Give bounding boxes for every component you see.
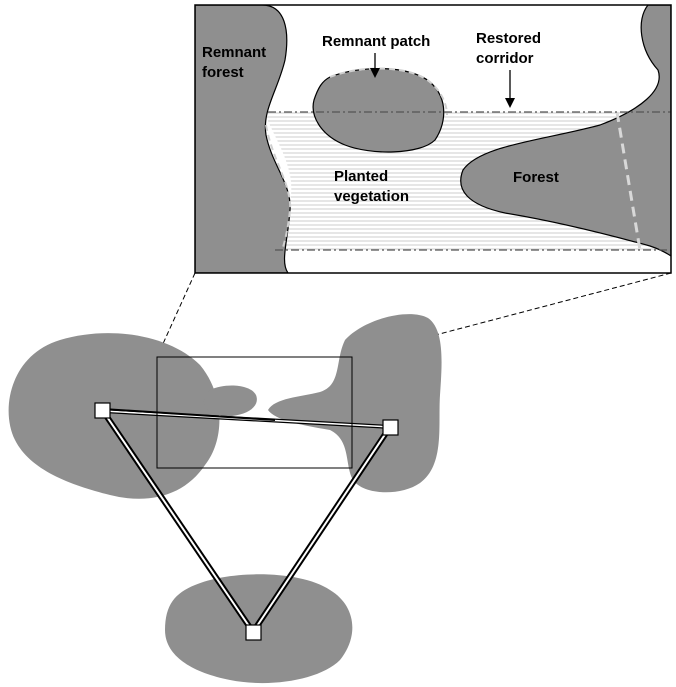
label-planted-vegetation-1: Planted <box>334 168 388 185</box>
label-remnant-forest-2: forest <box>202 64 244 81</box>
label-remnant-patch: Remnant patch <box>322 33 430 50</box>
inset-frame-border <box>194 4 672 274</box>
down-arrow-icon <box>370 53 380 78</box>
forest-shape <box>460 5 671 257</box>
label-restored-corridor-1: Restored <box>476 30 541 47</box>
label-remnant-forest-1: Remnant <box>202 44 266 61</box>
right-dashed-edge <box>615 111 642 251</box>
landscape-map <box>8 314 442 684</box>
square-node-icon <box>94 402 111 419</box>
patch-dashed-edge <box>329 67 448 116</box>
square-node-icon <box>382 419 399 436</box>
square-node-icon <box>245 624 262 641</box>
inset-panel: Remnant forest Remnant patch Restored co… <box>194 4 672 274</box>
small-remnant-patch <box>203 385 257 417</box>
network-links <box>100 408 393 634</box>
label-forest: Forest <box>513 169 559 186</box>
right-habitat-patch <box>268 314 442 493</box>
down-arrow-icon <box>505 70 515 108</box>
remnant-forest-shape <box>195 5 291 273</box>
label-planted-vegetation-2: vegetation <box>334 188 409 205</box>
left-habitat-patch <box>8 333 220 499</box>
label-restored-corridor-2: corridor <box>476 50 534 67</box>
left-dashed-edge <box>265 124 292 251</box>
zoom-rectangle <box>156 356 353 469</box>
